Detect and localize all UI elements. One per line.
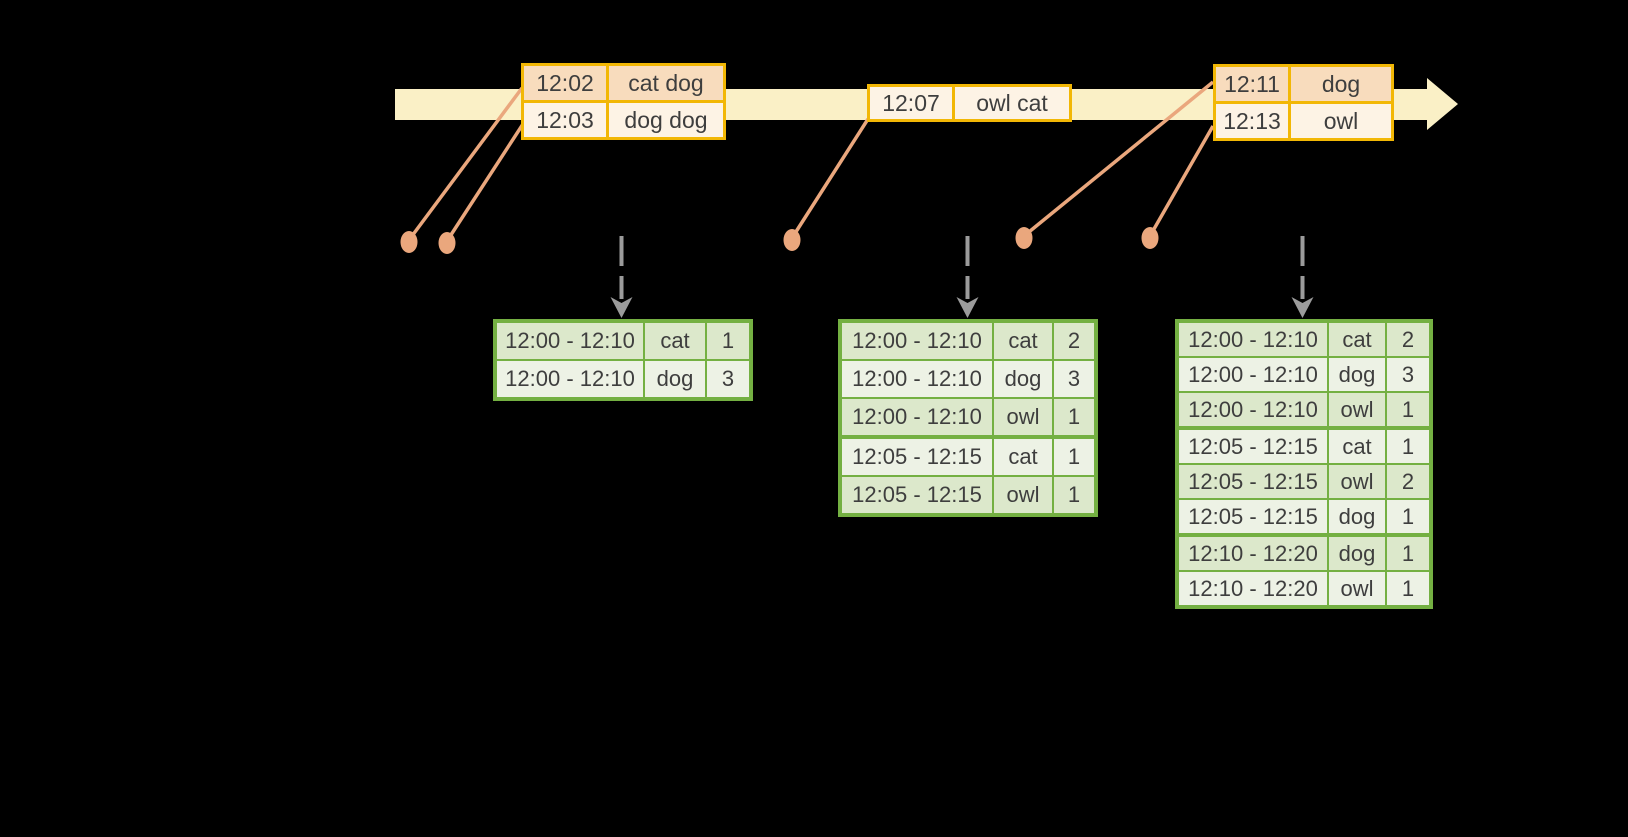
table-row: 12:00 - 12:10 cat 1 — [497, 323, 749, 359]
window-cell: 12:00 - 12:10 — [842, 323, 992, 359]
window-cell: 12:05 - 12:15 — [1179, 430, 1327, 463]
word-cell: dog — [1327, 537, 1385, 570]
event-time: 12:13 — [1216, 104, 1288, 138]
connector-line — [445, 123, 525, 242]
window-cell: 12:00 - 12:10 — [842, 399, 992, 435]
count-cell: 3 — [1052, 361, 1094, 397]
word-cell: dog — [643, 361, 705, 397]
window-cell: 12:00 - 12:10 — [497, 323, 643, 359]
count-cell: 3 — [705, 361, 749, 397]
event-table-2: 12:07 owl cat — [867, 84, 1072, 122]
window-cell: 12:00 - 12:10 — [1179, 358, 1327, 391]
event-words: owl cat — [952, 87, 1069, 119]
count-cell: 1 — [1385, 393, 1429, 426]
event-row: 12:07 owl cat — [870, 87, 1069, 119]
event-dot — [783, 229, 801, 251]
word-cell: cat — [1327, 430, 1385, 463]
table-row: 12:00 - 12:10 cat 2 — [842, 323, 1094, 359]
event-time: 12:11 — [1216, 67, 1288, 101]
count-cell: 1 — [705, 323, 749, 359]
count-cell: 1 — [1385, 537, 1429, 570]
word-cell: dog — [1327, 500, 1385, 533]
event-row: 12:03 dog dog — [524, 100, 723, 137]
trigger-arrows — [610, 236, 1314, 318]
event-row: 12:13 owl — [1216, 101, 1391, 138]
word-cell: owl — [992, 477, 1052, 513]
event-connectors — [407, 80, 1215, 242]
table-row: 12:05 - 12:15 owl 1 — [842, 475, 1094, 513]
table-row: 12:00 - 12:10 dog 3 — [842, 359, 1094, 397]
event-dots — [400, 227, 1159, 254]
window-cell: 12:05 - 12:15 — [1179, 500, 1327, 533]
window-cell: 12:10 - 12:20 — [1179, 572, 1327, 605]
word-cell: cat — [992, 323, 1052, 359]
count-cell: 2 — [1385, 465, 1429, 498]
table-row: 12:00 - 12:10 owl 1 — [842, 397, 1094, 435]
count-cell: 1 — [1052, 399, 1094, 435]
table-row: 12:00 - 12:10 dog 3 — [497, 359, 749, 397]
event-dot — [400, 231, 418, 253]
down-arrow-icon — [956, 297, 979, 318]
window-cell: 12:05 - 12:15 — [842, 477, 992, 513]
table-row: 12:10 - 12:20 owl 1 — [1179, 570, 1429, 605]
word-cell: dog — [1327, 358, 1385, 391]
result-table-3: 12:00 - 12:10 cat 2 12:00 - 12:10 dog 3 … — [1175, 319, 1433, 609]
table-row: 12:05 - 12:15 cat 1 — [1179, 426, 1429, 463]
word-cell: dog — [992, 361, 1052, 397]
event-row: 12:02 cat dog — [524, 66, 723, 100]
count-cell: 1 — [1052, 439, 1094, 475]
event-words: dog — [1288, 67, 1391, 101]
word-cell: cat — [992, 439, 1052, 475]
result-table-1: 12:00 - 12:10 cat 1 12:00 - 12:10 dog 3 — [493, 319, 753, 401]
word-cell: owl — [992, 399, 1052, 435]
word-cell: owl — [1327, 465, 1385, 498]
table-row: 12:05 - 12:15 cat 1 — [842, 435, 1094, 475]
table-row: 12:10 - 12:20 dog 1 — [1179, 533, 1429, 570]
down-arrow-icon — [1291, 297, 1314, 318]
count-cell: 1 — [1385, 430, 1429, 463]
event-words: cat dog — [606, 66, 723, 100]
event-words: dog dog — [606, 103, 723, 137]
count-cell: 2 — [1385, 323, 1429, 356]
window-cell: 12:00 - 12:10 — [497, 361, 643, 397]
count-cell: 1 — [1385, 500, 1429, 533]
event-dot — [438, 232, 456, 254]
window-cell: 12:00 - 12:10 — [1179, 323, 1327, 356]
table-row: 12:00 - 12:10 cat 2 — [1179, 323, 1429, 356]
window-cell: 12:10 - 12:20 — [1179, 537, 1327, 570]
word-cell: owl — [1327, 572, 1385, 605]
connector-line — [1148, 125, 1215, 237]
window-cell: 12:05 - 12:15 — [1179, 465, 1327, 498]
event-words: owl — [1288, 104, 1391, 138]
count-cell: 1 — [1385, 572, 1429, 605]
window-cell: 12:05 - 12:15 — [842, 439, 992, 475]
event-time: 12:07 — [870, 87, 952, 119]
connector-line — [790, 118, 870, 239]
count-cell: 2 — [1052, 323, 1094, 359]
result-table-2: 12:00 - 12:10 cat 2 12:00 - 12:10 dog 3 … — [838, 319, 1098, 517]
window-cell: 12:00 - 12:10 — [1179, 393, 1327, 426]
event-dot — [1141, 227, 1159, 249]
word-cell: owl — [1327, 393, 1385, 426]
word-cell: cat — [643, 323, 705, 359]
table-row: 12:00 - 12:10 owl 1 — [1179, 391, 1429, 426]
word-cell: cat — [1327, 323, 1385, 356]
event-table-3: 12:11 dog 12:13 owl — [1213, 64, 1394, 141]
event-time: 12:03 — [524, 103, 606, 137]
table-row: 12:00 - 12:10 dog 3 — [1179, 356, 1429, 391]
event-time: 12:02 — [524, 66, 606, 100]
table-row: 12:05 - 12:15 dog 1 — [1179, 498, 1429, 533]
connector-line — [1022, 80, 1215, 238]
connector-line — [407, 86, 524, 242]
event-table-1: 12:02 cat dog 12:03 dog dog — [521, 63, 726, 140]
count-cell: 3 — [1385, 358, 1429, 391]
down-arrow-icon — [610, 297, 633, 318]
event-row: 12:11 dog — [1216, 67, 1391, 101]
window-cell: 12:00 - 12:10 — [842, 361, 992, 397]
count-cell: 1 — [1052, 477, 1094, 513]
table-row: 12:05 - 12:15 owl 2 — [1179, 463, 1429, 498]
event-dot — [1015, 227, 1033, 249]
